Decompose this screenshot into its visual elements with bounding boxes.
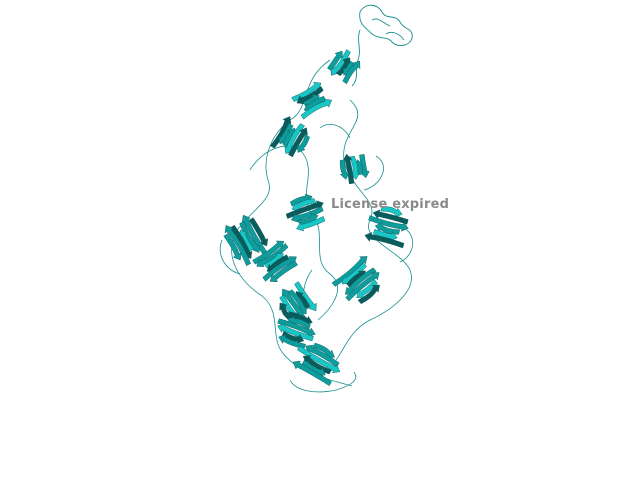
beta-strand — [364, 232, 405, 249]
strand-domain — [277, 311, 316, 350]
beta-strand — [223, 233, 242, 261]
top-loop — [351, 4, 413, 87]
strand-domain — [269, 116, 310, 158]
beta-strand — [296, 85, 324, 105]
beta-strand — [290, 206, 324, 223]
beta-strand — [345, 272, 380, 302]
beta-strand — [224, 225, 251, 267]
beta-strand — [296, 134, 310, 153]
beta-strand — [380, 206, 403, 218]
beta-strand — [305, 344, 340, 368]
strand-domain — [339, 153, 370, 185]
strand-domain — [291, 81, 333, 120]
beta-strand — [339, 159, 350, 180]
beta-strand — [269, 260, 298, 282]
beta-strand — [342, 153, 355, 185]
beta-strand — [359, 154, 370, 179]
beta-strand — [292, 360, 332, 387]
strand-domain — [292, 342, 341, 387]
beta-strand — [288, 127, 308, 158]
license-watermark: License expired — [331, 197, 450, 212]
beta-strand — [300, 98, 333, 120]
beta-strand — [296, 216, 326, 232]
strand-domain — [327, 49, 361, 85]
beta-strand — [262, 256, 297, 282]
beta-strand — [357, 284, 380, 305]
strand-domain — [279, 281, 317, 324]
strand-domain — [364, 206, 409, 249]
beta-strands — [223, 49, 409, 387]
strand-domain — [252, 240, 298, 282]
beta-strand — [294, 281, 317, 312]
beta-strand — [277, 318, 316, 337]
beta-strand — [368, 215, 409, 232]
beta-strand — [248, 217, 269, 247]
beta-strand — [278, 334, 306, 350]
strand-domain — [285, 193, 326, 232]
strand-domain — [331, 256, 380, 305]
beta-strand — [327, 50, 343, 72]
beta-strand — [372, 209, 409, 225]
beta-strand — [277, 323, 314, 342]
strand-domain — [223, 214, 269, 267]
beta-strand — [342, 60, 361, 85]
